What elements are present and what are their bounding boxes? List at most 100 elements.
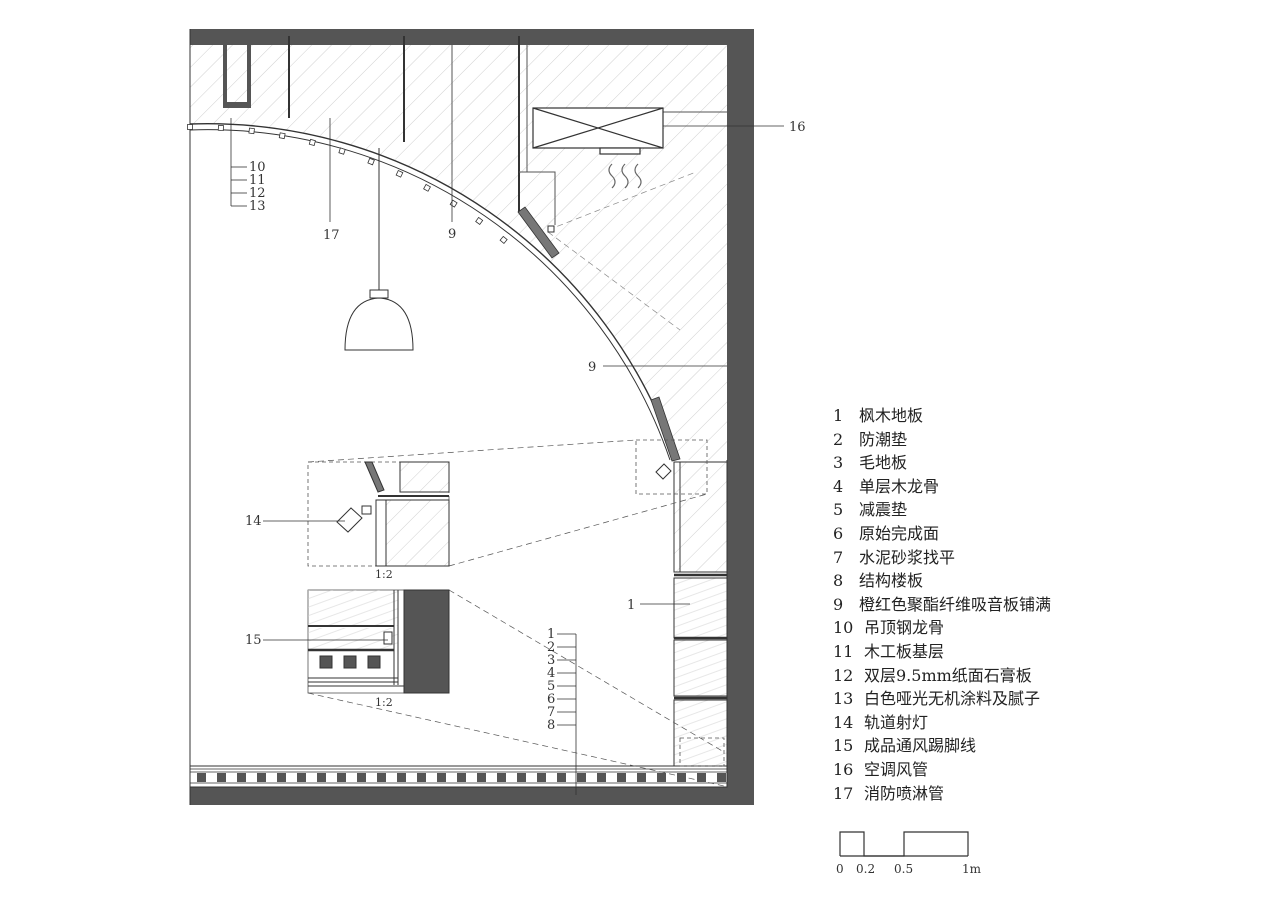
floor-joist — [657, 773, 666, 782]
legend-item: 10 吊顶钢龙骨 — [833, 616, 1051, 640]
legend-item: 7 水泥砂浆找平 — [833, 546, 1051, 570]
floor-joist — [577, 773, 586, 782]
legend-text: 防潮垫 — [859, 429, 908, 449]
legend-number: 10 — [833, 618, 854, 638]
legend-item: 1 枫木地板 — [833, 404, 1051, 428]
floor-layer-callout: 5 — [547, 679, 555, 694]
floor-layer-callout: 1 — [547, 627, 555, 642]
legend-item: 15 成品通风踢脚线 — [833, 734, 1051, 758]
spotlight-icon — [655, 463, 672, 480]
legend-text: 双层9.5mm纸面石膏板 — [864, 665, 1032, 685]
legend-number: 7 — [833, 547, 844, 567]
floor-joist — [337, 773, 346, 782]
right-wall — [727, 29, 754, 805]
floor-joist — [417, 773, 426, 782]
floor-joist — [217, 773, 226, 782]
legend-text: 白色哑光无机涂料及腻子 — [864, 689, 1041, 709]
callout-14: 14 — [245, 514, 262, 529]
floor-joist — [357, 773, 366, 782]
arch-studs — [187, 124, 508, 244]
legend-text: 轨道射灯 — [864, 712, 929, 732]
suspension-rods — [288, 36, 520, 212]
arch-stud — [278, 132, 286, 140]
floor-layer-callout: 4 — [547, 666, 555, 681]
legend-number: 1 — [833, 406, 844, 425]
scale-bar-labels: 0 0.2 0.5 1m — [836, 862, 982, 876]
floor-joist — [317, 773, 326, 782]
detail-lower — [307, 589, 725, 787]
floor-joist — [277, 773, 286, 782]
floor-joist — [197, 773, 206, 782]
floor-joist — [497, 773, 506, 782]
scale-detail-upper: 1:2 — [375, 568, 393, 581]
legend-text: 成品通风踢脚线 — [864, 736, 977, 756]
arch-stud — [308, 138, 316, 146]
floor-layer-callout: 2 — [547, 640, 555, 655]
callout-11: 11 — [249, 173, 266, 188]
scale-label-1m: 1m — [962, 862, 982, 876]
legend-number: 2 — [833, 429, 844, 449]
callout-10: 10 — [249, 160, 266, 175]
arch-stud — [217, 124, 224, 132]
floor-joist — [597, 773, 606, 782]
floor-layer-callout: 3 — [547, 653, 555, 668]
legend-item: 17 消防喷淋管 — [833, 782, 1051, 806]
scale-label-0.2: 0.2 — [856, 862, 875, 876]
floor-joist — [517, 773, 526, 782]
arch-outer — [189, 123, 677, 461]
legend-text: 结构楼板 — [859, 571, 924, 591]
legend-text: 枫木地板 — [859, 406, 924, 425]
acoustic-panel-upper — [517, 206, 560, 259]
legend-item: 13 白色哑光无机涂料及腻子 — [833, 687, 1051, 711]
legend-number: 17 — [833, 783, 854, 803]
legend-number: 16 — [833, 759, 854, 779]
wall-cladding — [673, 460, 728, 787]
floor-joist — [677, 773, 686, 782]
legend-text: 水泥砂浆找平 — [859, 547, 956, 567]
legend-number: 14 — [833, 712, 854, 732]
legend-text: 减震垫 — [859, 500, 908, 520]
legend-number: 4 — [833, 476, 844, 496]
floor-joist — [377, 773, 386, 782]
legend-item: 2 防潮垫 — [833, 428, 1051, 452]
floor-joist — [617, 773, 626, 782]
legend-item: 9 橙红色聚酯纤维吸音板铺满 — [833, 593, 1051, 617]
light-rays — [547, 171, 697, 331]
spot-fixture — [547, 225, 555, 233]
floor-joist — [397, 773, 406, 782]
arch-stud — [395, 169, 404, 178]
floor-joist — [457, 773, 466, 782]
floor-joist — [557, 773, 566, 782]
arch-stud — [367, 157, 375, 166]
floor-joist — [637, 773, 646, 782]
beam-inner-hatch — [227, 45, 247, 102]
floor-layer-callout: 8 — [547, 718, 555, 733]
floor-layer-callout: 7 — [547, 705, 555, 720]
legend-number: 9 — [833, 594, 844, 614]
scale-label-0: 0 — [836, 862, 844, 876]
legend-number: 6 — [833, 523, 844, 543]
floor-layer-callout: 6 — [547, 692, 555, 707]
arch-stud — [423, 183, 431, 192]
floor-joist — [297, 773, 306, 782]
floor-joist — [717, 773, 726, 782]
arch-stud — [449, 199, 458, 208]
arch-stud — [499, 235, 508, 244]
legend-text: 吊顶钢龙骨 — [864, 618, 945, 638]
legend-number: 15 — [833, 736, 854, 756]
legend-item: 14 轨道射灯 — [833, 711, 1051, 735]
legend-number: 13 — [833, 689, 854, 709]
arch-stud — [248, 127, 255, 135]
scale-label-0.5: 0.5 — [894, 862, 913, 876]
legend-text: 原始完成面 — [859, 523, 940, 543]
legend-text: 橙红色聚酯纤维吸音板铺满 — [859, 594, 1052, 614]
callout-15: 15 — [245, 633, 262, 648]
legend-text: 消防喷淋管 — [864, 783, 945, 803]
legend-number: 3 — [833, 453, 844, 473]
